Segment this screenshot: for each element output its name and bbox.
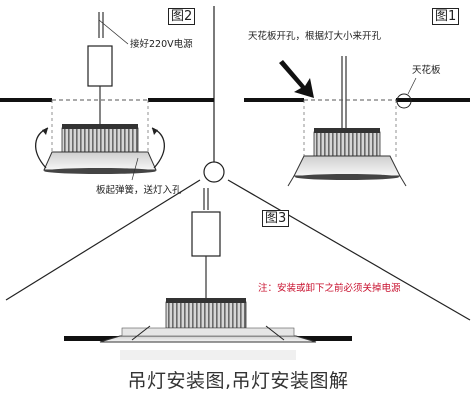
figure-2-tag: 图2 xyxy=(168,8,196,25)
figure-3-tag: 图3 xyxy=(262,210,290,227)
figure-1-tag: 图1 xyxy=(432,8,460,25)
figure-3-note: 注：安装或卸下之前必须关掉电源 xyxy=(258,283,401,294)
figure-2 xyxy=(0,12,214,181)
figure-1 xyxy=(244,56,470,187)
figure-1-instruction: 天花板开孔，根据灯大小来开孔 xyxy=(248,31,382,42)
driver-box xyxy=(87,45,113,87)
figure-3 xyxy=(64,188,352,360)
cut-arrow-icon xyxy=(279,60,314,98)
driver-box-3 xyxy=(191,211,221,257)
figure-2-spring-label: 板起弹簧，送灯入孔 xyxy=(96,185,182,196)
image-caption: 吊灯安装图,吊灯安装图解 xyxy=(127,370,349,392)
figure-1-ceiling-label: 天花板 xyxy=(412,65,441,76)
figure-2-wire-label: 接好220V电源 xyxy=(130,39,193,50)
divider-lines xyxy=(5,6,471,321)
